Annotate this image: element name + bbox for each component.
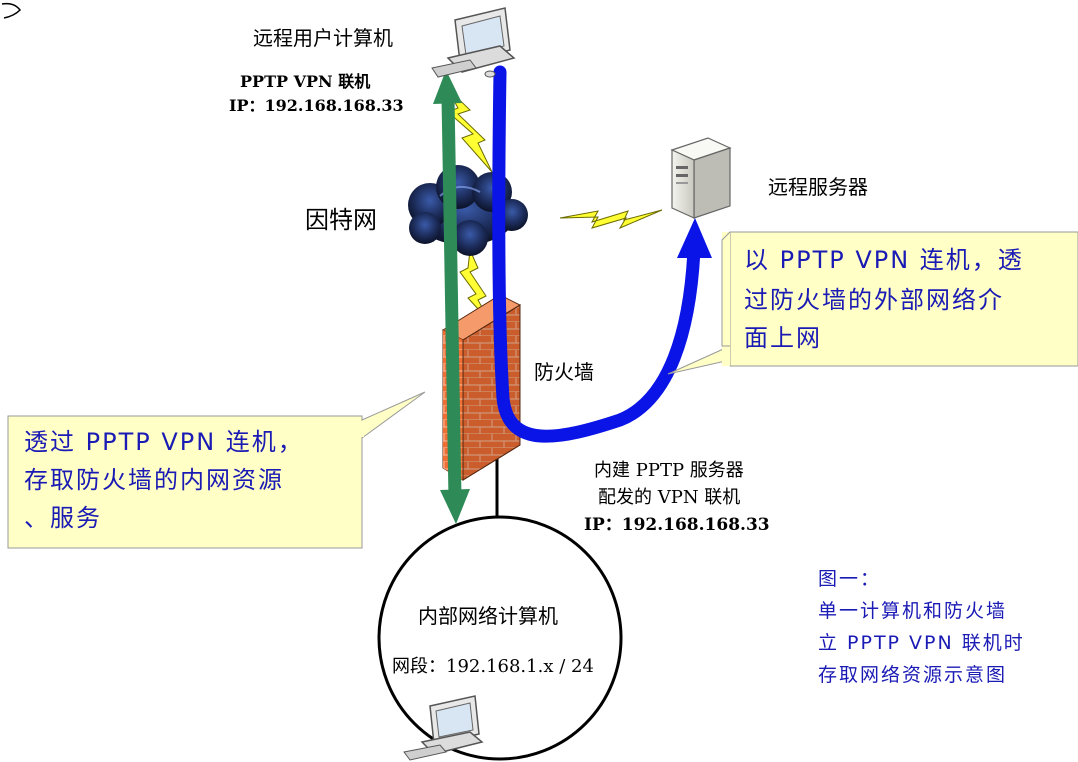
callout-left-line3: 、服务 [24,504,102,532]
callout-right [667,231,1078,375]
desktop-computer-icon [431,7,516,78]
callout-right-line1: 以 PPTP VPN 连机，透 [744,246,1024,274]
caption-line2: 单一计算机和防火墙 [818,600,1008,622]
corner-mark [1,2,21,19]
remote-user-title: 远程用户计算机 [253,26,393,50]
desktop-computer-icon [403,695,484,761]
callout-right-line3: 面上网 [744,324,822,352]
remote-server-label: 远程服务器 [768,175,868,199]
caption-line1: 图一： [818,568,882,590]
cloud-icon [408,165,528,256]
internal-network-title: 内部网络计算机 [418,604,558,628]
firewall-server-ip: IP：192.168.168.33 [584,515,770,535]
blue-vpn-arrow [492,65,712,443]
internet-label: 因特网 [305,206,377,234]
firewall-label: 防火墙 [534,360,594,384]
caption-line4: 存取网络资源示意图 [818,664,1008,686]
remote-user-vpn-line: PPTP VPN 联机 [240,72,371,91]
server-tower-icon [670,137,732,219]
internal-network-circle [377,515,623,761]
callout-right-line2: 过防火墙的外部网络介 [744,286,1004,314]
firewall-server-line1: 内建 PPTP 服务器 [594,460,744,481]
green-access-arrow [433,70,470,524]
callout-left [7,391,426,549]
firewall-server-line2: 配发的 VPN 联机 [598,487,741,508]
remote-user-ip-line: IP：192.168.168.33 [229,96,404,115]
internal-network-segment: 网段：192.168.1.x / 24 [392,656,594,677]
callout-left-line1: 透过 PPTP VPN 连机， [24,428,304,456]
callout-left-line2: 存取防火墙的内网资源 [24,466,284,494]
lightning-bolt-icon [559,209,663,230]
caption-line3: 立 PPTP VPN 联机时 [818,632,1025,654]
